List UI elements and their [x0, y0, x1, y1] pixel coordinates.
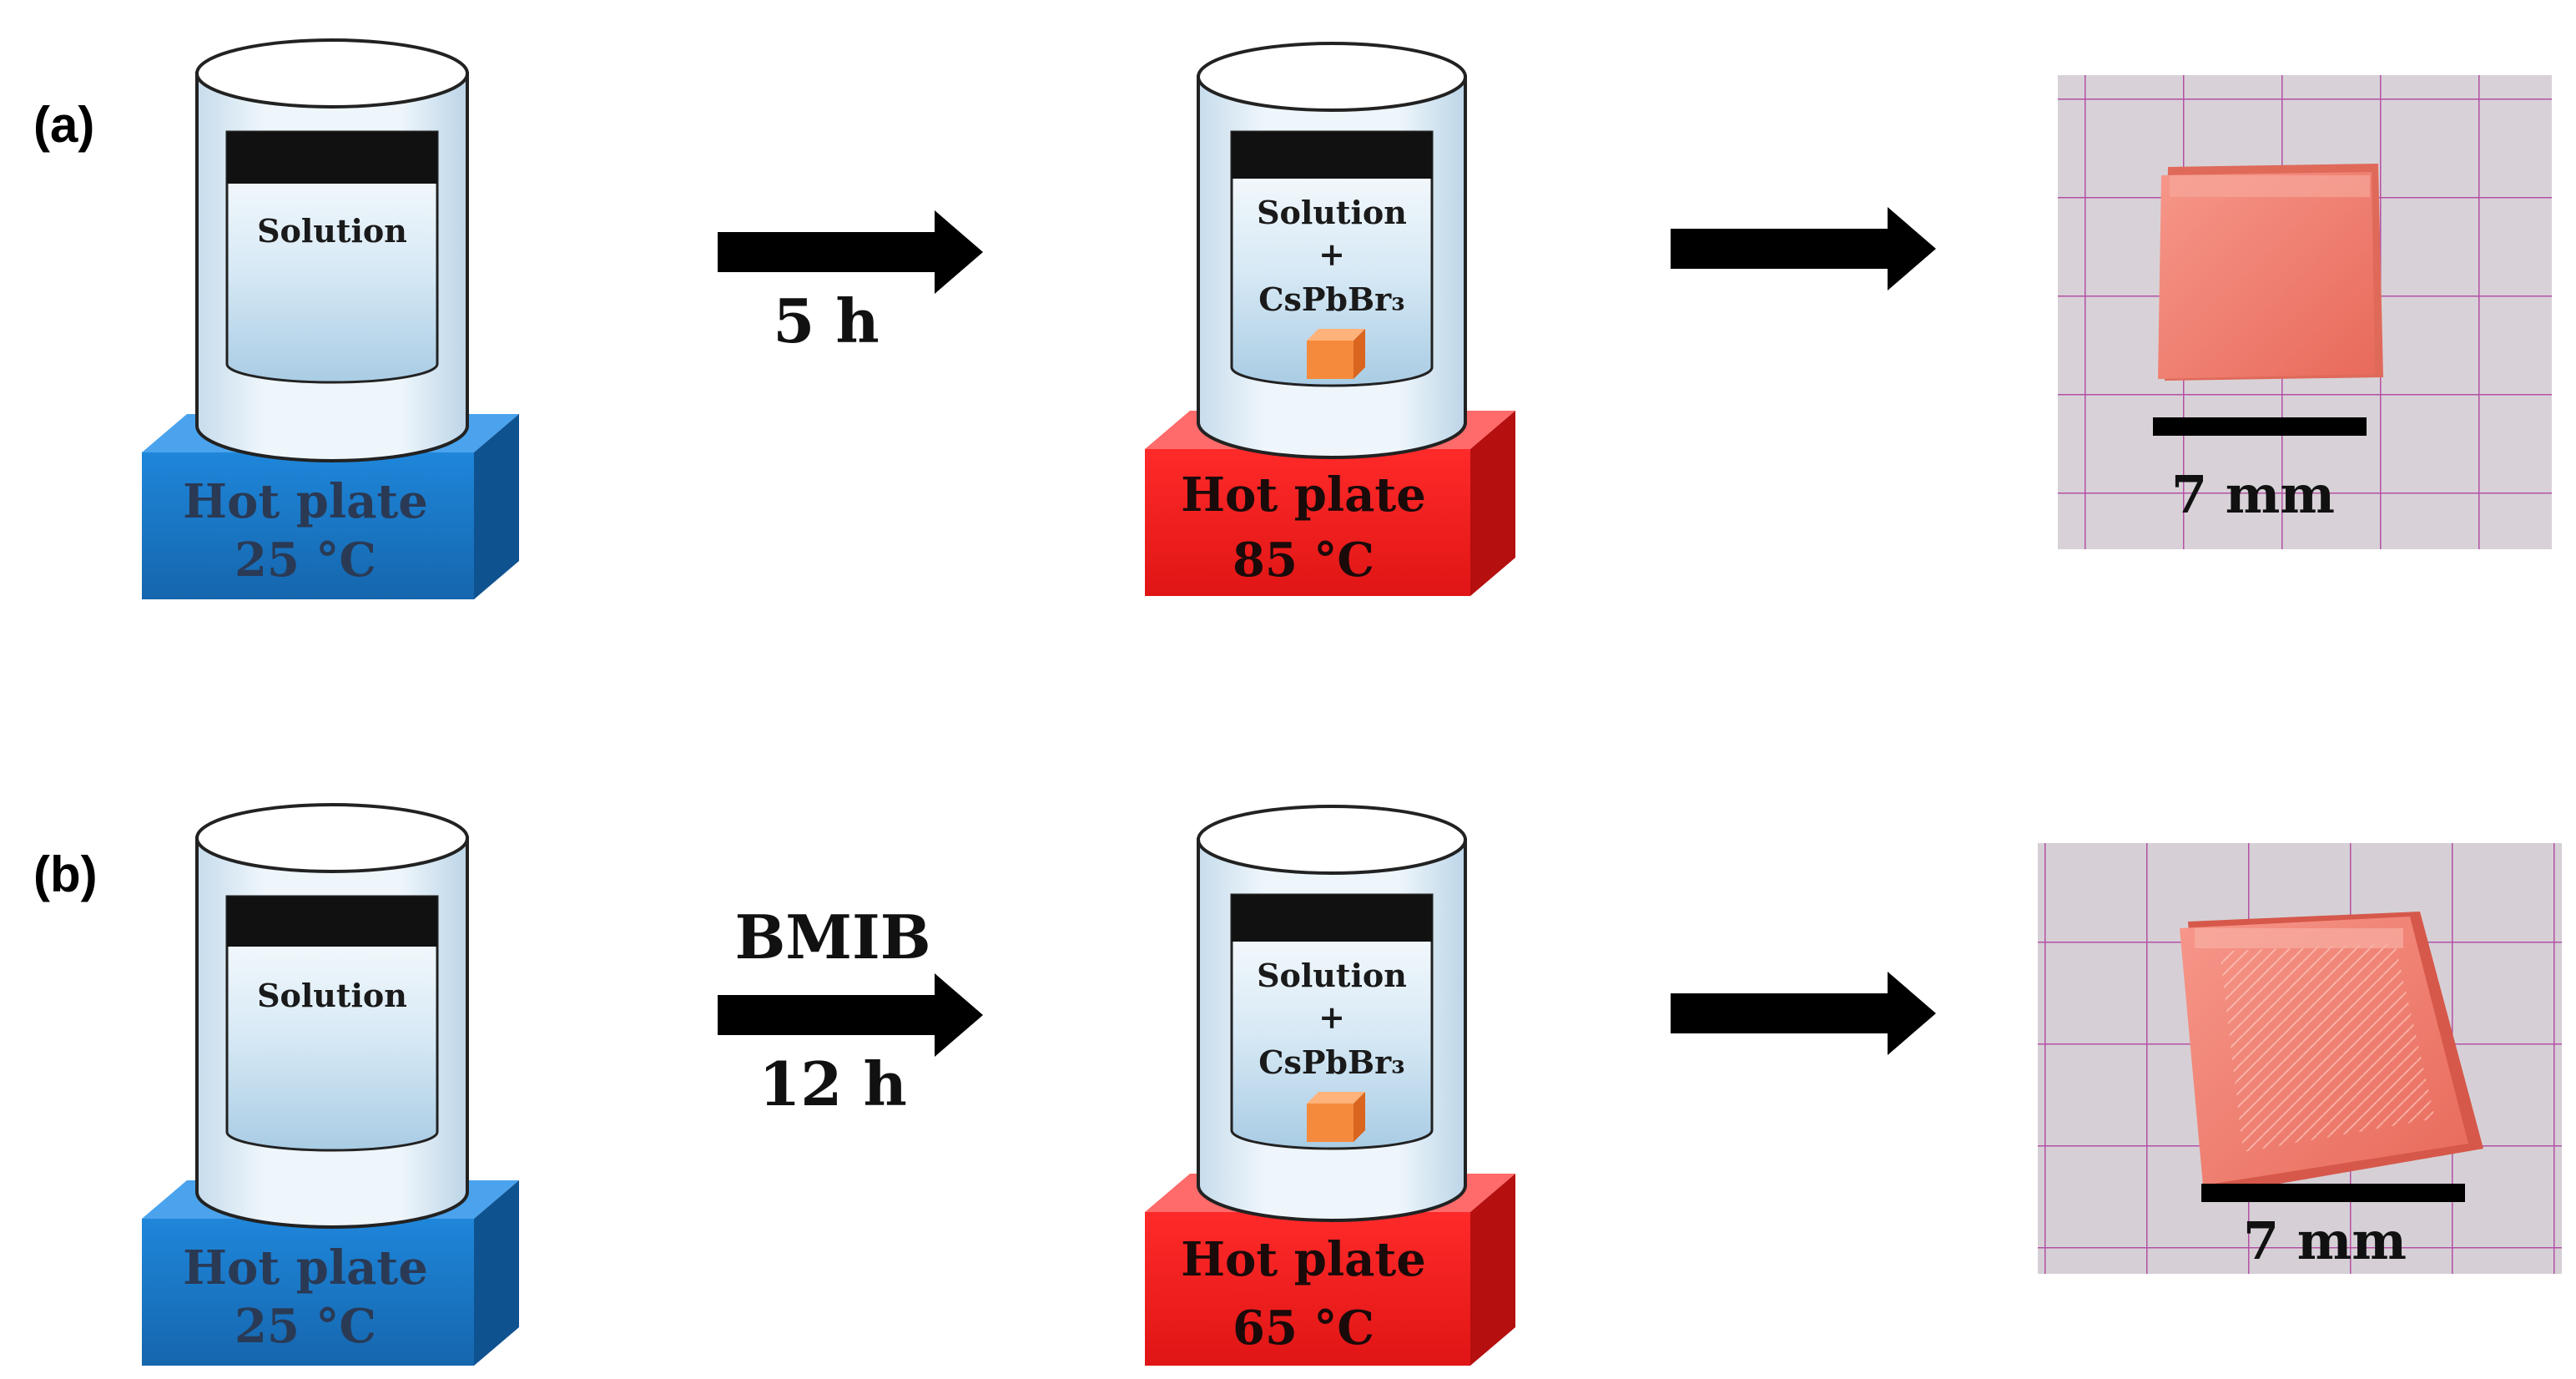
- beaker-label-line1: Solution: [1257, 194, 1407, 231]
- plate-label-line1: Hot plate: [1181, 1232, 1426, 1287]
- scale-label: 7 mm: [2171, 464, 2335, 525]
- stage1-b: Hot plate 25 °C Solution: [142, 803, 519, 1366]
- sample-photo-a: 7 mm: [2058, 75, 2552, 549]
- panel-label-b: (b): [33, 846, 98, 902]
- arrow-b2: [1671, 972, 1936, 1055]
- scale-bar: [2153, 417, 2367, 436]
- arrow-a1: 5 h: [718, 210, 983, 356]
- plate-label-line2: 85 °C: [1233, 533, 1374, 588]
- stage1-a: Hot plate 25 °C Solution: [142, 38, 519, 599]
- beaker-b2: Solution + CsPbBr₃: [1197, 805, 1467, 1222]
- plate-label-line2: 25 °C: [234, 533, 376, 588]
- beaker-label-line3: CsPbBr₃: [1258, 280, 1405, 318]
- beaker-b1: Solution: [195, 803, 469, 1229]
- beaker-label-line3: CsPbBr₃: [1258, 1043, 1405, 1081]
- panel-b: (b) Hot plate 25 °C Solution BMIB 12 h: [33, 803, 2562, 1366]
- beaker-a2: Solution + CsPbBr₃: [1197, 42, 1467, 459]
- beaker-label-line2: +: [1318, 998, 1345, 1036]
- beaker-label: Solution: [257, 212, 407, 250]
- panel-label-a: (a): [33, 97, 94, 153]
- stage2-a: Hot plate 85 °C Solution + CsPbBr₃: [1145, 42, 1515, 596]
- sample-film-b: [2180, 912, 2483, 1195]
- arrow-label-below: 12 h: [759, 1048, 907, 1119]
- plate-label-line2: 25 °C: [234, 1299, 376, 1354]
- stage2-b: Hot plate 65 °C Solution + CsPbBr₃: [1145, 805, 1515, 1366]
- arrow-a2: [1671, 207, 1936, 290]
- sample-film-a: [2158, 164, 2383, 381]
- arrow-label-above: BMIB: [734, 902, 930, 972]
- beaker-label: Solution: [257, 977, 407, 1014]
- beaker-label-line1: Solution: [1257, 957, 1407, 994]
- scale-bar: [2201, 1184, 2465, 1202]
- arrow-b1: BMIB 12 h: [718, 902, 983, 1119]
- beaker-label-line2: +: [1318, 235, 1345, 273]
- crystal-cube: [1307, 1092, 1365, 1142]
- arrow-label-below: 5 h: [773, 285, 880, 356]
- crystal-cube: [1307, 329, 1365, 379]
- plate-label-line1: Hot plate: [1181, 467, 1426, 523]
- sample-photo-b: 7 mm: [2038, 843, 2562, 1274]
- plate-label-line2: 65 °C: [1233, 1301, 1374, 1356]
- plate-label-line1: Hot plate: [183, 1240, 428, 1296]
- scale-label: 7 mm: [2243, 1210, 2407, 1271]
- panel-a: (a) Hot plate 25 °C Solution 5 h: [33, 38, 2552, 599]
- plate-label-line1: Hot plate: [183, 474, 428, 529]
- beaker-a1: Solution: [195, 38, 469, 462]
